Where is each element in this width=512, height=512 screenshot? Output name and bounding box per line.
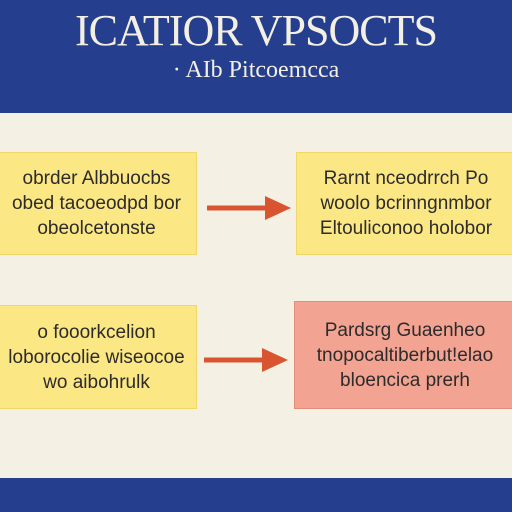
footer-banner (0, 478, 512, 512)
page-title: ICATIOR VPSOCTS (75, 6, 438, 55)
arrow-right-icon (204, 348, 288, 372)
page-subtitle: · AIb Pitcoemcca (172, 57, 340, 83)
step-box-bottom-left: o fooorkcelion loborocolie wiseocoe wo a… (0, 305, 197, 409)
step-box-bottom-right: Pardsrg Guaenheo tnopocaltiberbut!elao b… (294, 301, 512, 409)
step-box-top-left: obrder Albbuocbs obed tacoeodpd bor obeo… (0, 152, 197, 255)
step-box-top-right: Rarnt nceodrrch Po woolo bcrinngnmbor El… (296, 152, 512, 255)
header-banner: ICATIOR VPSOCTS · AIb Pitcoemcca (0, 0, 512, 113)
arrow-right-icon (207, 196, 291, 220)
